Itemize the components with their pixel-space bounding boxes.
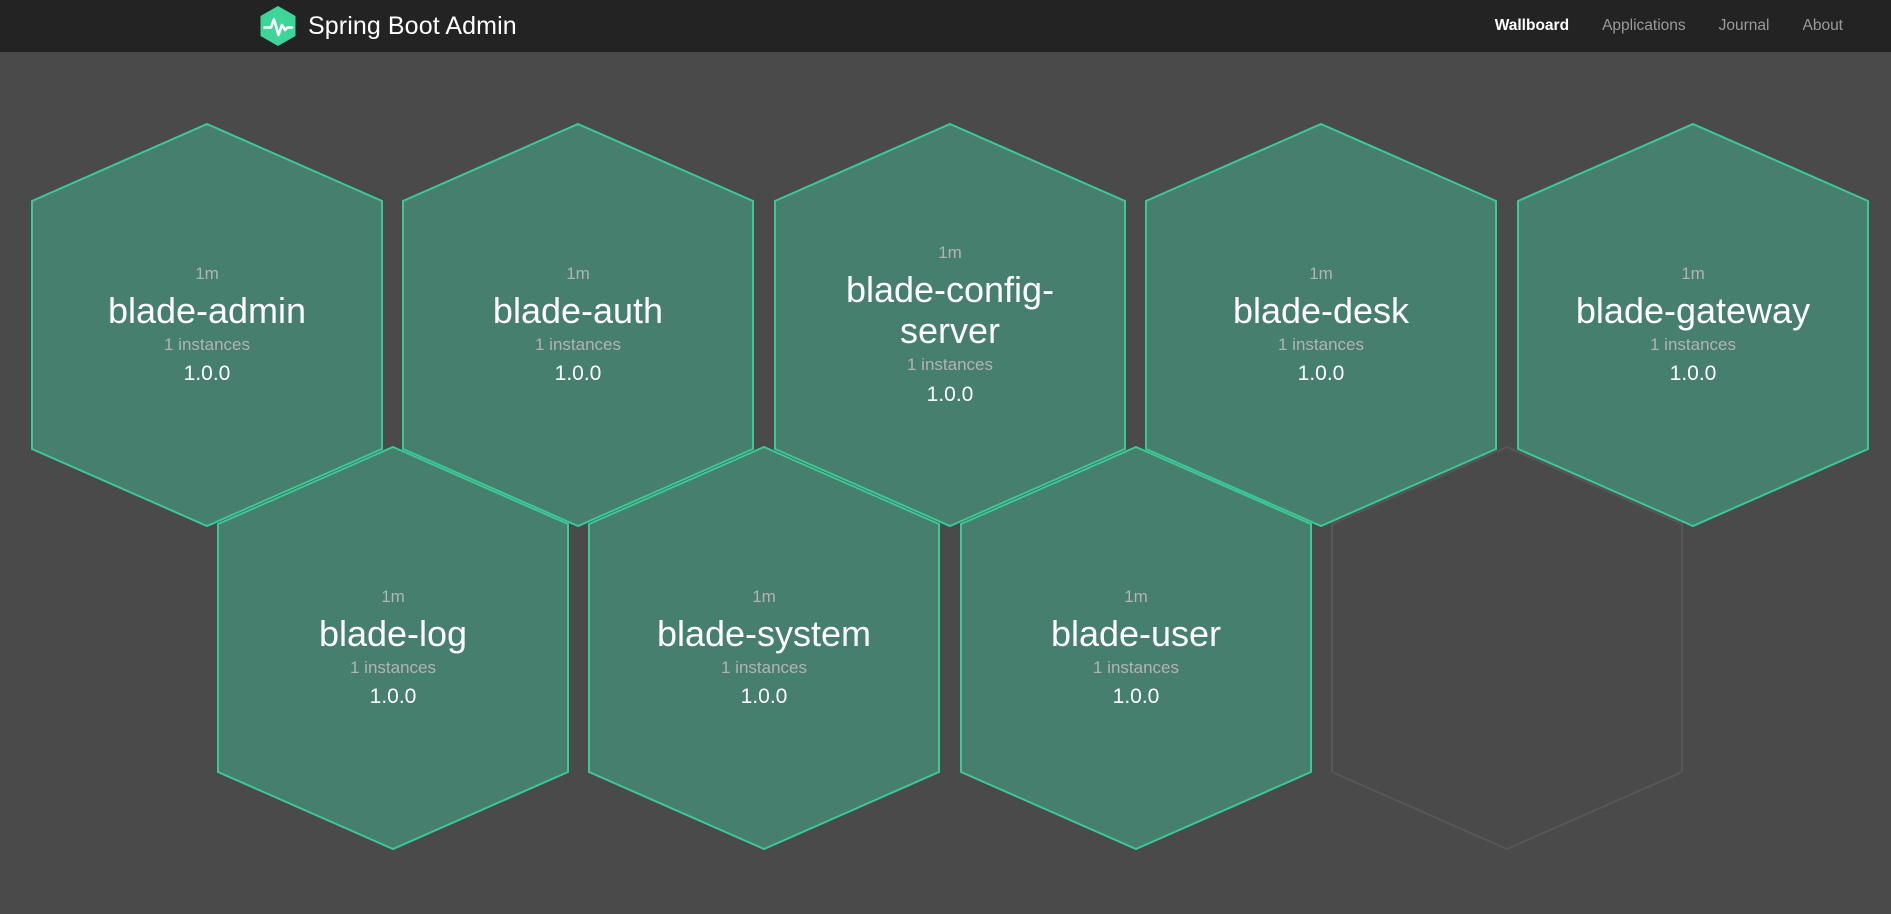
status-duration: 1m [938, 242, 962, 262]
hexagon-content[interactable]: 1m blade-system 1 instances 1.0.0 [588, 446, 940, 850]
hexagon-content[interactable]: 1m blade-log 1 instances 1.0.0 [217, 446, 569, 850]
application-version: 1.0.0 [926, 382, 974, 406]
application-version: 1.0.0 [554, 362, 602, 386]
hexagon-content[interactable]: 1m blade-desk 1 instances 1.0.0 [1145, 123, 1497, 527]
application-version: 1.0.0 [1297, 362, 1345, 386]
status-duration: 1m [195, 263, 219, 283]
application-name: blade-gateway [1575, 289, 1811, 331]
application-hexagon[interactable]: 1m blade-config-server 1 instances 1.0.0 [774, 122, 1126, 528]
instance-count: 1 instances [1650, 334, 1736, 354]
hexagon-shape [217, 445, 569, 851]
hexagon-shape [402, 122, 754, 528]
pulse-hexagon-logo-icon [259, 5, 297, 47]
hexagon-shape [774, 122, 1126, 528]
hexagon-shape [960, 445, 1312, 851]
hexagon-shape [588, 445, 940, 851]
application-hexagon[interactable]: 1m blade-user 1 instances 1.0.0 [960, 445, 1312, 851]
hexagon-content[interactable]: 1m blade-admin 1 instances 1.0.0 [31, 123, 383, 527]
application-name: blade-system [656, 612, 872, 654]
application-name: blade-auth [492, 289, 664, 331]
nav-item-wallboard[interactable]: Wallboard [1494, 17, 1570, 34]
hexagon-content [1331, 446, 1683, 850]
nav-item-about[interactable]: About [1802, 17, 1843, 34]
instance-count: 1 instances [1093, 657, 1179, 677]
instance-count: 1 instances [350, 657, 436, 677]
application-hexagon[interactable]: 1m blade-desk 1 instances 1.0.0 [1145, 122, 1497, 528]
hexagon-shape [31, 122, 383, 528]
nav-item-applications[interactable]: Applications [1602, 17, 1686, 34]
application-version: 1.0.0 [1112, 685, 1160, 709]
application-hexagon[interactable]: 1m blade-auth 1 instances 1.0.0 [402, 122, 754, 528]
application-name: blade-config-server [845, 269, 1055, 352]
application-name: blade-log [318, 612, 468, 654]
application-name: blade-admin [107, 289, 307, 331]
nav-item-journal[interactable]: Journal [1718, 17, 1770, 34]
status-duration: 1m [1124, 586, 1148, 606]
application-version: 1.0.0 [183, 362, 231, 386]
wallboard-panel: 1m blade-admin 1 instances 1.0.0 1m blade-aut… [0, 52, 1891, 914]
brand-title: Spring Boot Admin [308, 11, 517, 40]
hexagon-content[interactable]: 1m blade-config-server 1 instances 1.0.0 [774, 123, 1126, 527]
brand-link[interactable]: Spring Boot Admin [259, 5, 517, 47]
status-duration: 1m [1309, 263, 1333, 283]
application-name: blade-user [1050, 612, 1222, 654]
status-duration: 1m [381, 586, 405, 606]
hexagon-shape [1145, 122, 1497, 528]
application-hexagon[interactable]: 1m blade-admin 1 instances 1.0.0 [31, 122, 383, 528]
hexagon-content[interactable]: 1m blade-user 1 instances 1.0.0 [960, 446, 1312, 850]
hexagon-placeholder [1331, 445, 1683, 851]
hexagon-shape [1331, 445, 1683, 851]
instance-count: 1 instances [535, 334, 621, 354]
status-duration: 1m [1681, 263, 1705, 283]
hexagon-grid: 1m blade-admin 1 instances 1.0.0 1m blade-aut… [0, 52, 1891, 914]
application-hexagon[interactable]: 1m blade-gateway 1 instances 1.0.0 [1517, 122, 1869, 528]
application-version: 1.0.0 [740, 685, 788, 709]
application-version: 1.0.0 [369, 685, 417, 709]
application-hexagon[interactable]: 1m blade-log 1 instances 1.0.0 [217, 445, 569, 851]
hexagon-content[interactable]: 1m blade-auth 1 instances 1.0.0 [402, 123, 754, 527]
application-version: 1.0.0 [1669, 362, 1717, 386]
instance-count: 1 instances [907, 355, 993, 375]
main-nav: Wallboard Applications Journal About [1495, 17, 1843, 35]
instance-count: 1 instances [721, 657, 807, 677]
instance-count: 1 instances [164, 334, 250, 354]
instance-count: 1 instances [1278, 334, 1364, 354]
status-duration: 1m [752, 586, 776, 606]
hexagon-shape [1517, 122, 1869, 528]
hexagon-content[interactable]: 1m blade-gateway 1 instances 1.0.0 [1517, 123, 1869, 527]
application-name: blade-desk [1232, 289, 1410, 331]
status-duration: 1m [566, 263, 590, 283]
top-navbar: Spring Boot Admin Wallboard Applications… [0, 0, 1891, 52]
application-hexagon[interactable]: 1m blade-system 1 instances 1.0.0 [588, 445, 940, 851]
